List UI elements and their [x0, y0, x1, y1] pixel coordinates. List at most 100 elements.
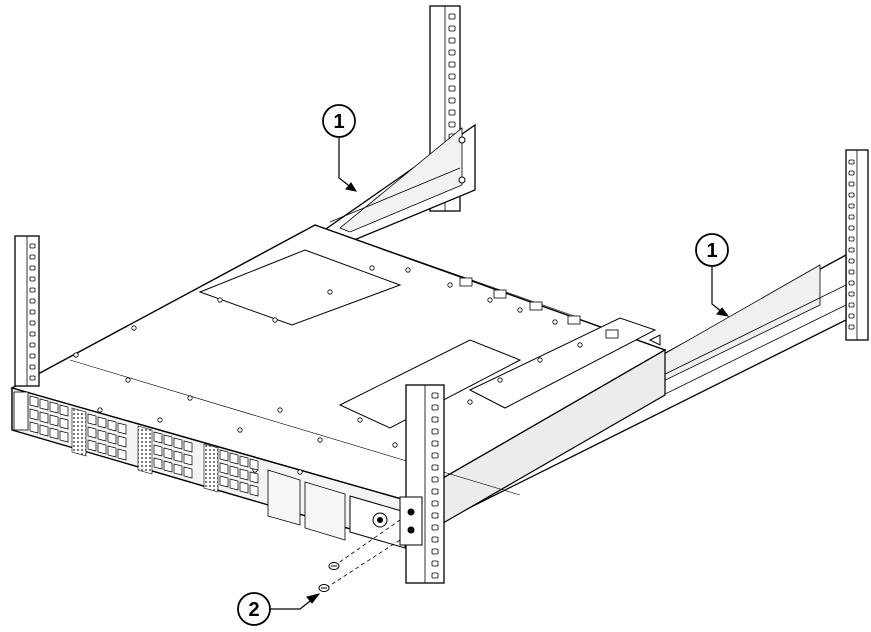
sfp-port — [97, 442, 107, 455]
chassis-screw — [131, 325, 137, 331]
rack-hole — [848, 225, 855, 231]
chassis-screw — [125, 377, 131, 383]
rack-hole — [848, 291, 855, 297]
chassis-screw — [187, 395, 193, 401]
sfp-port — [87, 439, 97, 452]
rack-hole — [448, 13, 456, 20]
chassis-screw — [157, 417, 163, 423]
rack-hole — [848, 269, 855, 275]
rack-hole — [848, 236, 855, 242]
sfp-port — [229, 452, 239, 465]
sfp-port — [163, 460, 173, 473]
chassis-screw — [73, 352, 79, 358]
sfp-port — [219, 462, 229, 475]
chassis-screw — [357, 417, 363, 423]
sfp-port — [117, 435, 127, 448]
rack-hole — [29, 331, 36, 337]
sfp-port — [87, 413, 97, 426]
chassis-screw — [277, 407, 283, 413]
rear-connector — [459, 277, 473, 287]
sfp-port — [153, 431, 163, 444]
sfp-port — [49, 427, 59, 440]
rack-hole — [431, 572, 439, 579]
sfp-port — [49, 401, 59, 414]
sfp-port — [239, 455, 249, 468]
rack-hole — [431, 464, 439, 471]
sfp-port — [229, 465, 239, 478]
rack-hole — [431, 524, 439, 531]
sfp-port — [29, 421, 39, 434]
rack-hole — [29, 287, 36, 293]
rack-hole — [29, 243, 36, 249]
rack-hole — [431, 404, 439, 411]
callout-1-rear-right: 1 — [695, 233, 730, 317]
sfp-port — [163, 434, 173, 447]
sfp-port — [173, 463, 183, 476]
sfp-port — [117, 422, 127, 435]
rack-post-rear-right — [845, 149, 869, 341]
rack-hole — [848, 214, 855, 220]
callout-2-screw-label: 2 — [248, 599, 259, 621]
rack-hole — [848, 324, 855, 330]
sfp-port — [29, 395, 39, 408]
chassis-screw — [467, 399, 473, 405]
sfp-port — [183, 466, 193, 479]
sfp-port — [239, 481, 249, 494]
chassis-screw — [217, 297, 223, 303]
sfp-port — [183, 440, 193, 453]
rack-hole — [431, 500, 439, 507]
chassis-screw — [392, 442, 398, 448]
callout-1-rear-right-label: 1 — [706, 240, 717, 262]
rack-hole — [29, 298, 36, 304]
sfp-port — [249, 458, 259, 471]
rack-hole — [431, 440, 439, 447]
rear-connector — [493, 289, 507, 299]
rack-hole — [29, 353, 36, 359]
sfp-port — [153, 457, 163, 470]
front-port-panel — [13, 391, 406, 549]
rack-hole — [848, 192, 855, 198]
chassis-screw — [487, 297, 493, 303]
chassis-screw — [297, 469, 303, 475]
rear-connector — [567, 315, 581, 325]
rack-hole — [848, 302, 855, 308]
sfp-port — [249, 484, 259, 497]
sfp-port — [173, 437, 183, 450]
sfp-port — [59, 417, 69, 430]
sfp-port — [163, 447, 173, 460]
rack-post-front-right — [399, 384, 445, 584]
sfp-port — [87, 426, 97, 439]
chassis-screw — [272, 317, 278, 323]
rack-hole — [29, 309, 36, 315]
rack-hole — [431, 512, 439, 519]
chassis-screw — [552, 319, 558, 325]
rack-hole — [848, 203, 855, 209]
screw-upper — [328, 562, 340, 570]
rack-hole — [448, 73, 456, 80]
rack-hole — [431, 452, 439, 459]
sfp-port — [107, 445, 117, 458]
sfp-port — [183, 453, 193, 466]
rack-hole — [431, 560, 439, 567]
rack-hole — [848, 181, 855, 187]
rack-hole — [431, 416, 439, 423]
rack-hole — [448, 109, 456, 116]
rack-hole — [448, 61, 456, 68]
sfp-port — [49, 414, 59, 427]
rack-hole — [448, 25, 456, 32]
screw-lower — [318, 584, 330, 592]
rack-hole — [448, 37, 456, 44]
rack-hole — [448, 121, 456, 128]
chassis-screw — [97, 407, 103, 413]
rack-hole — [29, 254, 36, 260]
sfp-port — [153, 444, 163, 457]
mounting-screws — [318, 519, 401, 592]
chassis-screw — [327, 289, 333, 295]
rack-hole — [29, 342, 36, 348]
rack-hole — [431, 476, 439, 483]
rack-hole — [848, 280, 855, 286]
rack-hole — [29, 364, 36, 370]
sfp-port — [39, 424, 49, 437]
